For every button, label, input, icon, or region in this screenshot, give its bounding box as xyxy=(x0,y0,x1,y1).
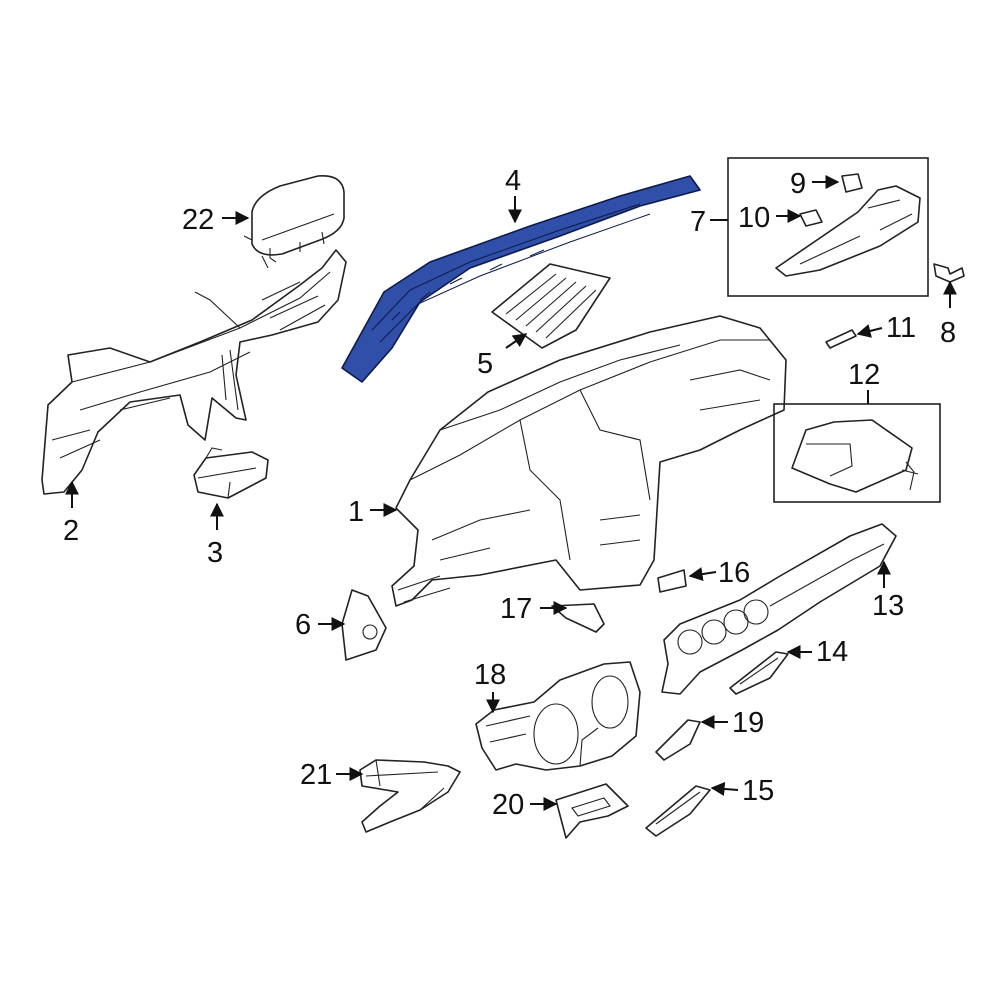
callout-19[interactable]: 19 xyxy=(732,707,764,739)
callout-6[interactable]: 6 xyxy=(295,609,311,641)
part-3-bracket[interactable] xyxy=(193,447,269,499)
part-8-bolt[interactable] xyxy=(933,263,965,283)
part-20-switch-bezel[interactable] xyxy=(555,783,629,839)
callout-16[interactable]: 16 xyxy=(718,557,750,589)
part-10-clip[interactable] xyxy=(799,209,823,227)
part-21-glove-box[interactable] xyxy=(359,759,461,833)
part-15-trim-strip[interactable] xyxy=(645,785,711,837)
group-7-box xyxy=(727,157,929,297)
callout-labels: 22 2 3 4 5 1 6 7 8 9 10 11 12 13 14 15 1… xyxy=(63,165,956,821)
part-18-cluster-bezel[interactable] xyxy=(475,661,641,771)
callout-5[interactable]: 5 xyxy=(477,348,493,380)
part-1-instrument-panel[interactable] xyxy=(391,315,787,607)
callout-18[interactable]: 18 xyxy=(474,659,506,691)
callout-7[interactable]: 7 xyxy=(690,206,706,238)
callout-8[interactable]: 8 xyxy=(940,317,956,349)
part-12-panel[interactable] xyxy=(791,419,919,493)
part-14-trim-strip[interactable] xyxy=(729,651,789,695)
part-5-panel[interactable] xyxy=(491,263,611,349)
callout-11[interactable]: 11 xyxy=(886,312,916,344)
part-4-defroster-panel[interactable] xyxy=(341,175,701,383)
callout-9[interactable]: 9 xyxy=(790,168,806,200)
callout-20[interactable]: 20 xyxy=(492,789,524,821)
part-19-trim[interactable] xyxy=(655,719,701,761)
part-9-clip[interactable] xyxy=(841,173,863,193)
callout-13[interactable]: 13 xyxy=(872,590,904,622)
part-11-plate[interactable] xyxy=(825,329,857,349)
part-22-airbag[interactable] xyxy=(243,175,345,269)
callout-3[interactable]: 3 xyxy=(207,537,223,569)
callout-2[interactable]: 2 xyxy=(63,515,79,547)
part-13-trim-panel[interactable] xyxy=(661,523,897,695)
part-2-cross-car-beam[interactable] xyxy=(41,249,347,495)
callout-22[interactable]: 22 xyxy=(182,204,214,236)
callout-4[interactable]: 4 xyxy=(505,165,521,197)
part-16-pad[interactable] xyxy=(657,569,687,593)
callout-12[interactable]: 12 xyxy=(848,359,880,391)
callout-10[interactable]: 10 xyxy=(738,202,770,234)
callout-14[interactable]: 14 xyxy=(816,636,848,668)
callout-1[interactable]: 1 xyxy=(348,496,364,528)
group-12-box xyxy=(773,403,941,503)
callout-17[interactable]: 17 xyxy=(500,593,532,625)
callout-21[interactable]: 21 xyxy=(300,759,332,791)
leader-lines xyxy=(65,175,957,811)
part-7-trim-panel[interactable] xyxy=(775,185,921,277)
part-6-end-cap[interactable] xyxy=(341,589,387,661)
callout-15[interactable]: 15 xyxy=(742,775,774,807)
